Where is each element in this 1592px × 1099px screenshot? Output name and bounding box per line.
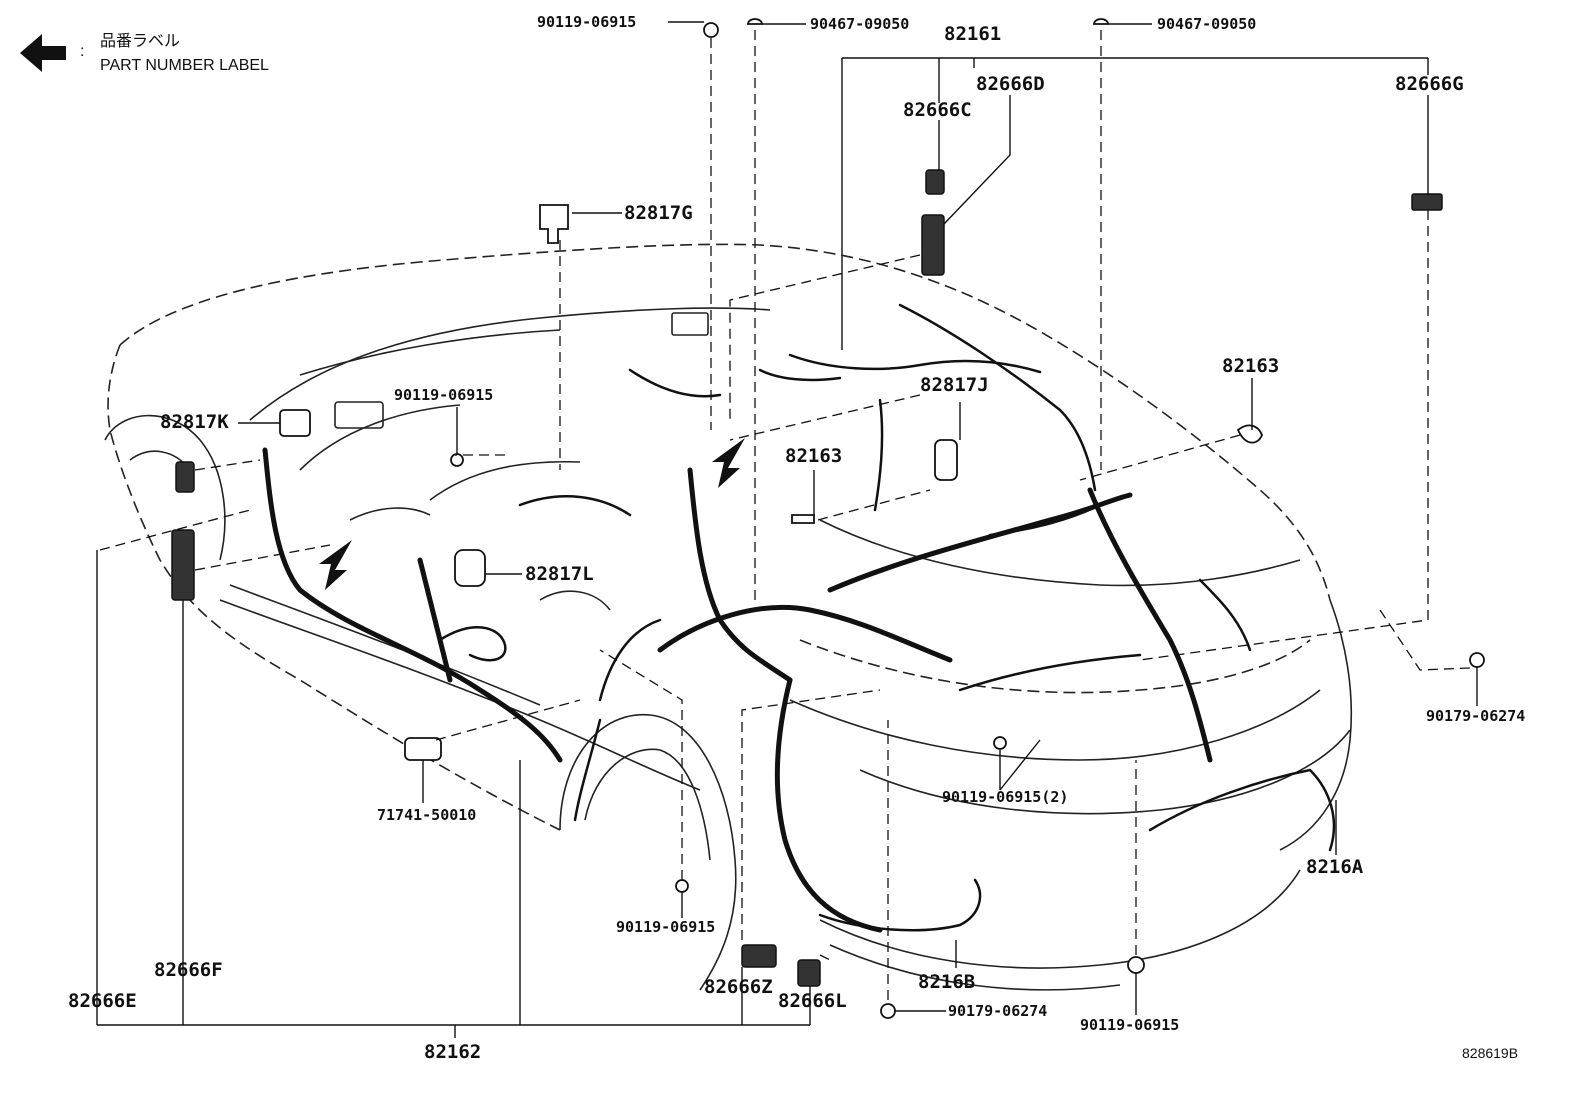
label-82817K: 82817K xyxy=(160,411,229,433)
leader-lines xyxy=(96,21,1478,1038)
legend: : 品番ラベル PART NUMBER LABEL xyxy=(20,32,269,74)
label-71741 xyxy=(404,737,442,761)
label-82666D: 82666D xyxy=(976,73,1045,95)
clip-90467-b xyxy=(1093,18,1109,25)
nut-90179-right xyxy=(1469,652,1485,668)
phantom-leaders xyxy=(99,30,1471,1000)
label-90119-06915-bottom-right: 90119-06915 xyxy=(1080,1016,1179,1034)
bolt-90119-bottom-right xyxy=(1127,956,1145,974)
block-82666D xyxy=(921,214,945,276)
car-body xyxy=(104,243,1353,991)
label-82666L: 82666L xyxy=(778,990,847,1012)
label-90119-06915-left: 90119-06915 xyxy=(394,386,493,404)
clamp-82163-mid xyxy=(791,514,815,524)
legend-colon: : xyxy=(80,43,84,60)
clip-90467-a xyxy=(747,18,763,25)
connector-82666E xyxy=(175,461,195,493)
cover-82666Z xyxy=(741,944,777,968)
legend-label-en: PART NUMBER LABEL xyxy=(100,57,269,74)
relay-82666C xyxy=(925,169,945,195)
legend-label-jp: 品番ラベル xyxy=(100,32,180,50)
label-90467-09050-a: 90467-09050 xyxy=(810,15,909,33)
arrow-down-left-icon-rear xyxy=(712,438,745,488)
label-90179-06274-right: 90179-06274 xyxy=(1426,707,1525,725)
holder-82817J xyxy=(934,439,958,481)
wire-harness xyxy=(262,303,1336,933)
bolt-90119-bottom-mid xyxy=(675,879,689,893)
label-90119-06915-top: 90119-06915 xyxy=(537,13,636,31)
clamp-82163-right xyxy=(1236,424,1263,444)
bolt-90119-left xyxy=(450,453,464,467)
label-82817J: 82817J xyxy=(920,374,989,396)
label-82666E: 82666E xyxy=(68,990,137,1012)
label-71741-50010: 71741-50010 xyxy=(377,806,476,824)
components xyxy=(171,18,1485,1019)
bracket-82817G xyxy=(539,204,569,244)
label-82666F: 82666F xyxy=(154,959,223,981)
connector-82666F xyxy=(171,529,195,601)
bolt-90119-top xyxy=(703,22,719,38)
nut-90179-bottom xyxy=(880,1003,896,1019)
diagram-code: 828619B xyxy=(1462,1045,1518,1061)
label-82666Z: 82666Z xyxy=(704,976,773,998)
cover-82666L xyxy=(797,959,821,987)
label-82817L: 82817L xyxy=(525,563,594,585)
label-82162: 82162 xyxy=(424,1041,481,1063)
arrow-left-icon xyxy=(20,34,66,72)
connector-82666G xyxy=(1411,193,1443,211)
label-90467-09050-b: 90467-09050 xyxy=(1157,15,1256,33)
label-82666C: 82666C xyxy=(903,99,972,121)
label-8216A: 8216A xyxy=(1306,856,1364,878)
holder-82817K xyxy=(279,409,311,437)
grommet-82817L xyxy=(454,549,486,587)
label-82163-mid: 82163 xyxy=(785,445,842,467)
label-82817G: 82817G xyxy=(624,202,693,224)
label-90119-06915-2: 90119-06915(2) xyxy=(942,788,1068,806)
label-82666G: 82666G xyxy=(1395,73,1464,95)
part-labels: 90119-06915 90467-09050 90467-09050 8216… xyxy=(68,13,1525,1063)
label-82161: 82161 xyxy=(944,23,1001,45)
label-8216B: 8216B xyxy=(918,971,975,993)
label-82163-right: 82163 xyxy=(1222,355,1279,377)
label-90179-06274-bottom: 90179-06274 xyxy=(948,1002,1047,1020)
bolt-90119-2 xyxy=(993,736,1007,750)
arrow-down-left-icon-front xyxy=(319,540,352,590)
label-90119-06915-bottom-mid: 90119-06915 xyxy=(616,918,715,936)
